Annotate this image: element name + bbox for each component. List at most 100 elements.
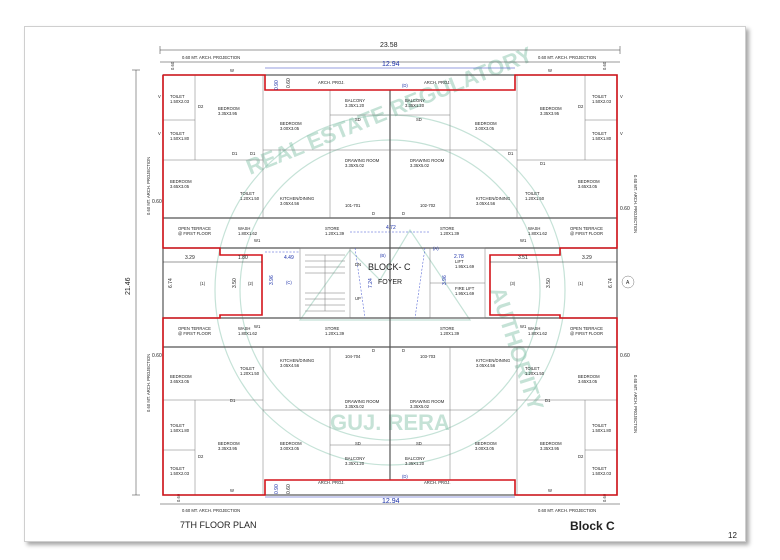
tag-1-left: (1) [200,281,206,286]
window-tag: W [230,68,234,73]
floor-plan-caption: 7TH FLOOR PLAN [180,520,257,530]
bedroom-label: BEDROOM [170,374,192,379]
door-tag: D2 [578,104,584,109]
bedroom-label: BEDROOM [218,106,240,111]
window-tag: W [230,488,234,493]
door-tag: D [372,211,375,216]
arch-proj-top-left: ARCH. PROJ. [318,80,345,85]
bedroom-label: BEDROOM [475,441,497,446]
arch-proj-bottom-right: ARCH. PROJ. [424,480,451,485]
projection-090-top: 0.90 [274,80,280,90]
wash-size: 1.80X1.62 [238,331,258,336]
bedroom-label: BEDROOM [280,121,302,126]
lobby-472-dim: 4.72 [386,225,396,231]
store-size: 1.20X1.39 [440,231,460,236]
wash-size: 1.80X1.62 [238,231,258,236]
toilet-label: TOILET [240,366,255,371]
kitchen-size: 3.05X4.56 [476,201,496,206]
toilet-size: 1.50X2.03 [592,99,612,104]
dim-350-left: 3.50 [232,278,238,288]
arch-projection-bottom-right: 0.60 MT. ARCH. PROJECTION [538,508,596,513]
balcony-size: 3.35X1.20 [405,103,425,108]
dim-396-right: 3.96 [442,275,448,285]
ventilator-tag: V [158,94,161,99]
unit-102-702: TOILET 1.50X2.03 TOILET 1.50X1.80 BEDROO… [405,94,612,236]
unit-number: 103-703 [420,354,436,359]
open-terrace-label: OPEN TERRACE [178,326,211,331]
kitchen-label: KITCHEN/DINING [476,358,510,363]
tag-a: (A) [433,246,439,251]
open-terrace-label: OPEN TERRACE [570,326,603,331]
wash-size: 1.80X1.62 [528,231,548,236]
projection-060-right-b: 0.60 [620,353,630,359]
door-tag: D1 [508,151,514,156]
dim-674-right: 6.74 [608,278,614,288]
balcony-label: BALCONY [345,456,365,461]
ventilator-tag: V [158,131,161,136]
toilet-size: 1.20X1.50 [525,371,545,376]
bedroom-label: BEDROOM [578,179,600,184]
kitchen-label: KITCHEN/DINING [280,358,314,363]
door-tag: D1 [540,161,546,166]
dim-350-right: 3.50 [546,278,552,288]
rera-boundary-outline [162,74,618,496]
toilet-size: 1.20X1.50 [240,371,260,376]
arch-projection-top-right: 0.60 MT. ARCH. PROJECTION [538,55,596,60]
dim-724: 7.24 [368,278,374,288]
store-label: STORE [440,326,455,331]
bedroom-size: 3.00X3.05 [475,446,495,451]
toilet-label: TOILET [525,191,540,196]
toilet-label: TOILET [592,423,607,428]
store-size: 1.20X1.39 [325,331,345,336]
door-tag: D [372,348,375,353]
projection-060-left-b: 0.60 [152,353,162,359]
toilet-size: 1.20X1.50 [240,196,260,201]
unit-number: 102-702 [420,203,436,208]
projection-060-top-core: 0.60 [286,78,292,88]
arch-proj-bottom-left: ARCH. PROJ. [318,480,345,485]
sliding-door-tag: SD [416,117,422,122]
bedroom-size: 3.00X3.05 [280,446,300,451]
projection-060-left-a: 0.60 [152,199,162,205]
bedroom-label: BEDROOM [540,106,562,111]
door-tag: D [402,211,405,216]
toilet-label: TOILET [170,423,185,428]
fire-lift-label: FIRE LIFT [455,286,475,291]
bedroom-label: BEDROOM [280,441,302,446]
corridor-dimensions: 3.29 1.80 3.29 3.51 6.74 3.50 3.50 6.74 … [163,255,635,289]
bedroom-label: BEDROOM [540,441,562,446]
open-terrace-floor: @ FIRST FLOOR [178,331,211,336]
sliding-door-tag: SD [416,441,422,446]
overall-width-dim: 23.58 [380,42,398,49]
bedroom-size: 3.65X3.05 [170,184,190,189]
window-tag: W [548,488,552,493]
arch-projection-right-top: 0.60 MT. ARCH. PROJECTION [633,175,638,233]
toilet-label: TOILET [525,366,540,371]
dim-674-left: 6.74 [168,278,174,288]
projection-060-tr: 0.60 [602,61,607,70]
balcony-size: 3.35X1.20 [345,103,365,108]
arch-proj-top-right: ARCH. PROJ. [424,80,451,85]
dim-329-right: 3.29 [582,255,592,261]
toilet-size: 1.50X2.03 [592,471,612,476]
drawing-room-size: 3.35X5.02 [410,404,430,409]
bedroom-size: 3.35X3.95 [540,446,560,451]
store-label: STORE [440,226,455,231]
grid-marker-a [621,275,635,289]
balcony-size: 3.35X1.20 [345,461,365,466]
bedroom-size: 3.00X3.05 [475,126,495,131]
bedroom-label: BEDROOM [218,441,240,446]
window-tag: W1 [254,324,261,329]
bedroom-size: 3.65X3.05 [170,379,190,384]
block-title: BLOCK- C [368,262,411,272]
unit-101-701: TOILET 1.50X2.03 TOILET 1.50X1.80 BEDROO… [170,94,380,236]
door-tag: D2 [198,454,204,459]
bedroom-size: 3.00X3.05 [280,126,300,131]
page-number: 12 [728,531,737,540]
unit-104-704: OPEN TERRACE @ FIRST FLOOR WASH 1.80X1.6… [170,326,380,476]
arch-projection-top-left: 0.60 MT. ARCH. PROJECTION [182,55,240,60]
unit-number: 101-701 [345,203,361,208]
dim-449: 4.49 [284,255,294,261]
arch-projection-bottom-left: 0.60 MT. ARCH. PROJECTION [182,508,240,513]
